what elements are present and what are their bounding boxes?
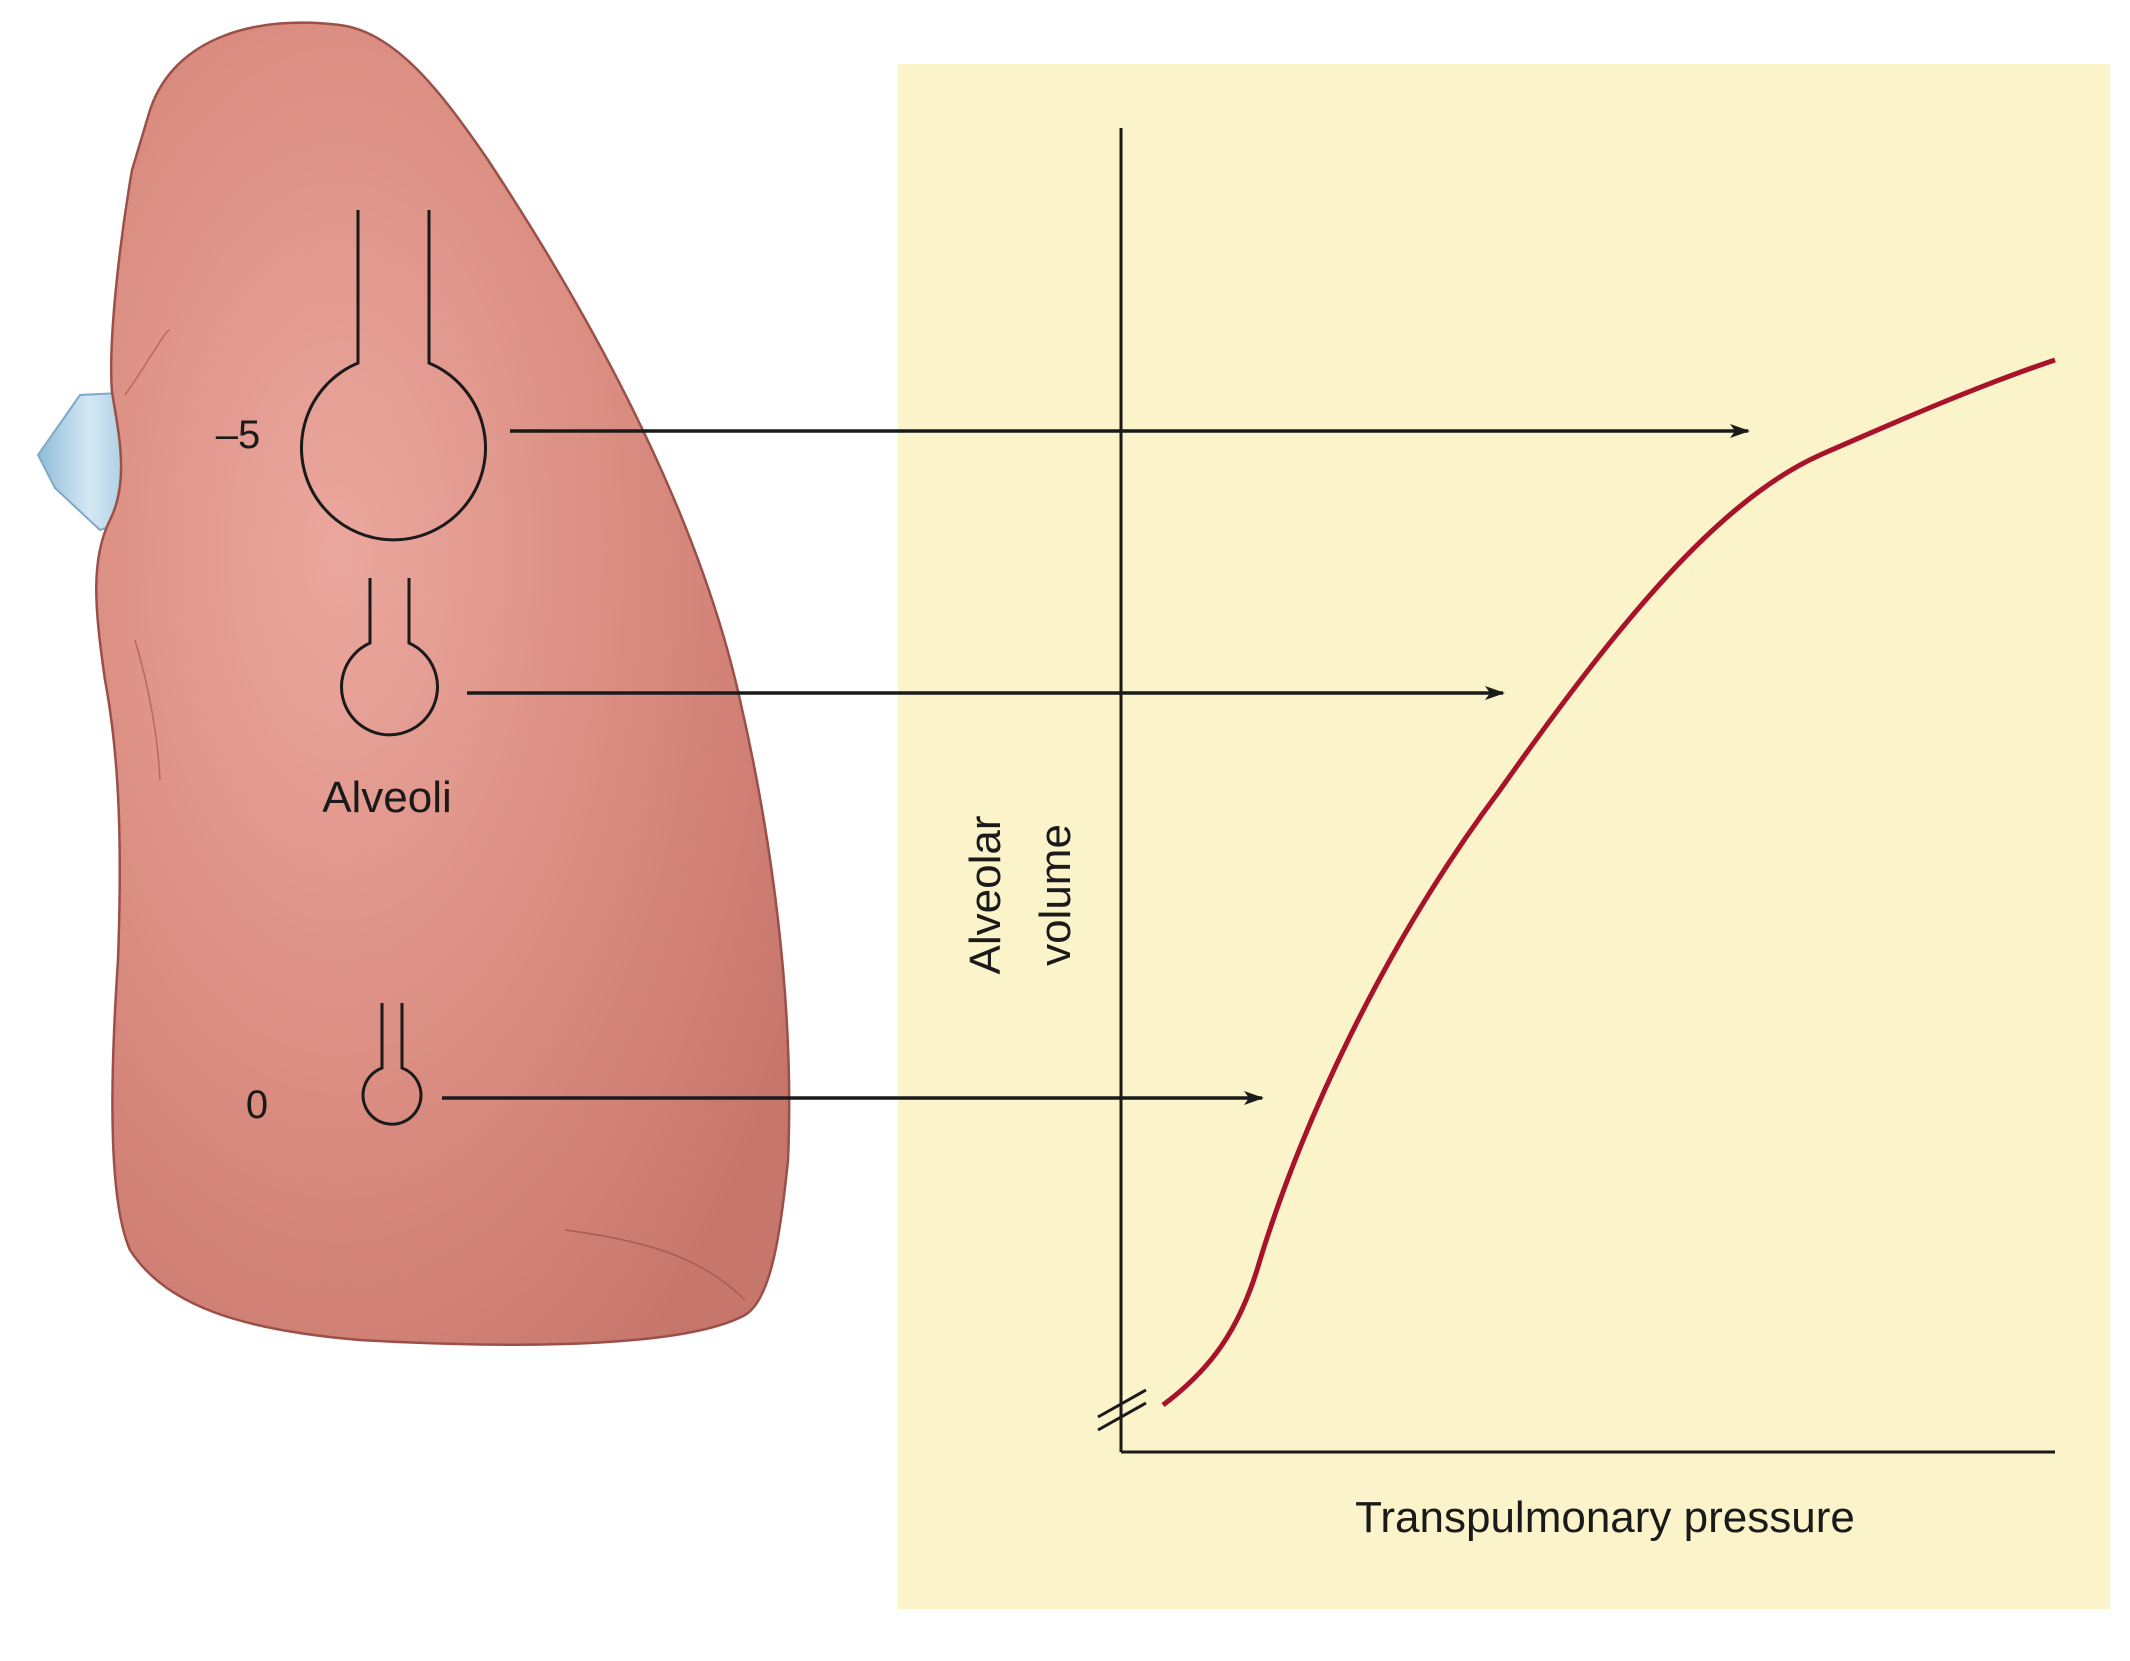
y-axis-label-line2: volume <box>1031 824 1080 966</box>
x-axis-label: Transpulmonary pressure <box>1355 1493 1855 1542</box>
lung-fissure-line <box>564 1229 746 1301</box>
alveolus-top <box>300 210 487 542</box>
pressure-label-bottom: 0 <box>246 1083 268 1127</box>
lung-fissure-line <box>124 329 171 396</box>
lung-fissure-line <box>134 639 161 781</box>
pressure-volume-curve <box>1161 357 2056 1408</box>
y-axis-label-line1: Alveolar <box>961 816 1010 975</box>
axis-break-mark <box>1097 1388 1147 1432</box>
alveoli-label: Alveoli <box>322 773 452 822</box>
lung-silhouette <box>95 21 791 1346</box>
alveolus-bottom <box>361 1003 423 1126</box>
pressure-label-top: –5 <box>216 413 261 457</box>
y-axis-label: Alveolar volume <box>961 816 1080 975</box>
graph-panel <box>898 64 2110 1609</box>
alveolus-middle <box>340 578 439 737</box>
